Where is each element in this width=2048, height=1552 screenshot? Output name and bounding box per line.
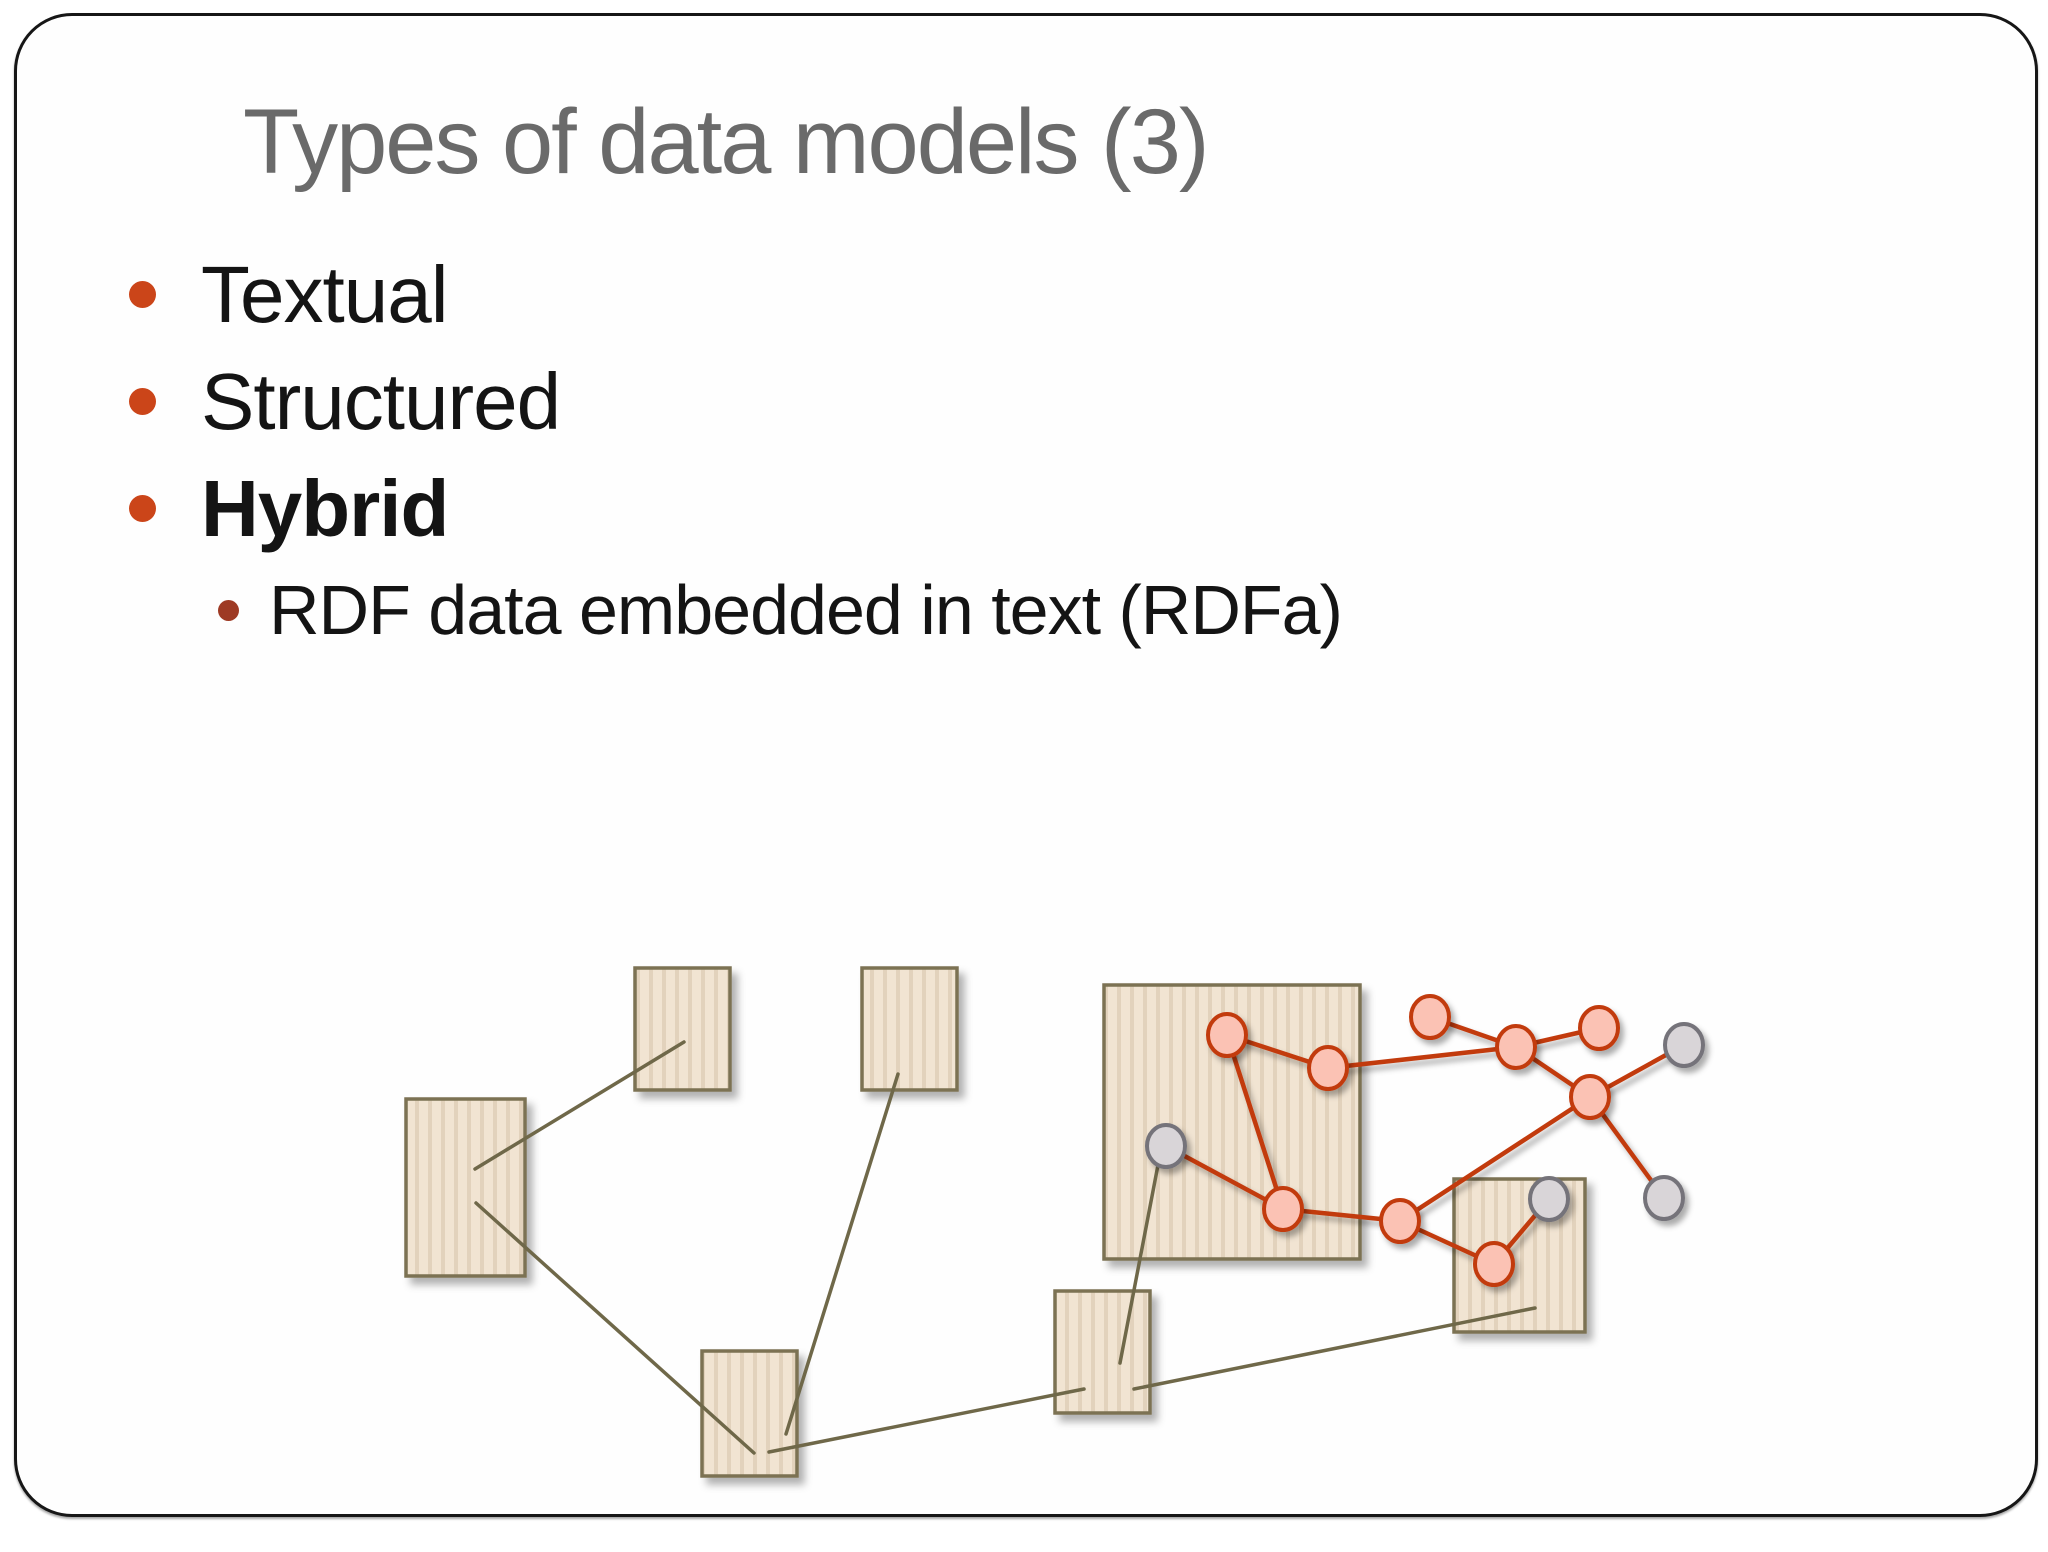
graph-node-n12-salmon bbox=[1473, 1241, 1515, 1287]
bullet-dot bbox=[129, 388, 156, 415]
bullet-item-textual: Textual bbox=[129, 241, 1342, 348]
hybrid-data-diagram bbox=[404, 966, 1705, 1478]
graph-edge-n8-n9 bbox=[1163, 1143, 1286, 1212]
graph-node-n1-salmon bbox=[1206, 1012, 1248, 1058]
bullet-list: Textual Structured Hybrid RDF data embed… bbox=[129, 241, 1343, 658]
graph-node-n4-salmon bbox=[1495, 1024, 1537, 1070]
sub-bullet-label: RDF data embedded in text (RDFa) bbox=[269, 571, 1343, 649]
document-link-line-1 bbox=[473, 1040, 686, 1171]
graph-node-n6-gray bbox=[1663, 1022, 1705, 1068]
bullet-label: Structured bbox=[201, 356, 561, 446]
graph-node-n10-salmon bbox=[1379, 1198, 1421, 1244]
bullet-item-structured: Structured bbox=[129, 348, 1342, 455]
document-page-a bbox=[633, 966, 732, 1092]
document-link-lines bbox=[473, 1040, 1537, 1455]
graph-node-n2-salmon bbox=[1307, 1045, 1349, 1091]
document-link-line-3 bbox=[784, 1072, 900, 1436]
document-link-line-4 bbox=[767, 1387, 1086, 1454]
bullet-label: Textual bbox=[201, 249, 448, 339]
document-page-b bbox=[860, 966, 959, 1092]
document-link-line-2 bbox=[474, 1201, 756, 1455]
sub-bullet-item-rdfa: RDF data embedded in text (RDFa) bbox=[129, 562, 1343, 658]
slide-title: Types of data models (3) bbox=[243, 91, 1209, 193]
graph-edge-n7-n10 bbox=[1397, 1094, 1593, 1224]
sub-bullet-dot bbox=[218, 599, 239, 621]
bullet-label: Hybrid bbox=[201, 463, 449, 553]
graph-node-n7-salmon bbox=[1569, 1074, 1611, 1120]
document-page-c bbox=[404, 1097, 527, 1278]
graph-node-n3-salmon bbox=[1409, 994, 1451, 1040]
slide-frame: Types of data models (3) Textual Structu… bbox=[14, 13, 2038, 1517]
document-link-line-6 bbox=[1118, 1163, 1160, 1365]
graph-edge-n2-n4 bbox=[1325, 1044, 1519, 1071]
graph-node-n5-salmon bbox=[1578, 1005, 1620, 1051]
graph-edge-n1-n9 bbox=[1224, 1032, 1286, 1212]
bullet-item-hybrid: Hybrid bbox=[129, 455, 1342, 562]
graph-node-n8-gray bbox=[1145, 1123, 1187, 1169]
document-page-f bbox=[1053, 1289, 1152, 1415]
bullet-dot bbox=[129, 281, 156, 308]
document-page-e bbox=[700, 1349, 799, 1478]
graph-node-n13-gray bbox=[1643, 1175, 1685, 1221]
graph-node-n9-salmon bbox=[1262, 1186, 1304, 1232]
graph-node-n11-gray bbox=[1528, 1176, 1570, 1222]
graph-nodes bbox=[1145, 994, 1705, 1287]
document-pages bbox=[404, 966, 1587, 1478]
bullet-dot bbox=[129, 495, 156, 522]
document-link-line-5 bbox=[1132, 1306, 1537, 1391]
